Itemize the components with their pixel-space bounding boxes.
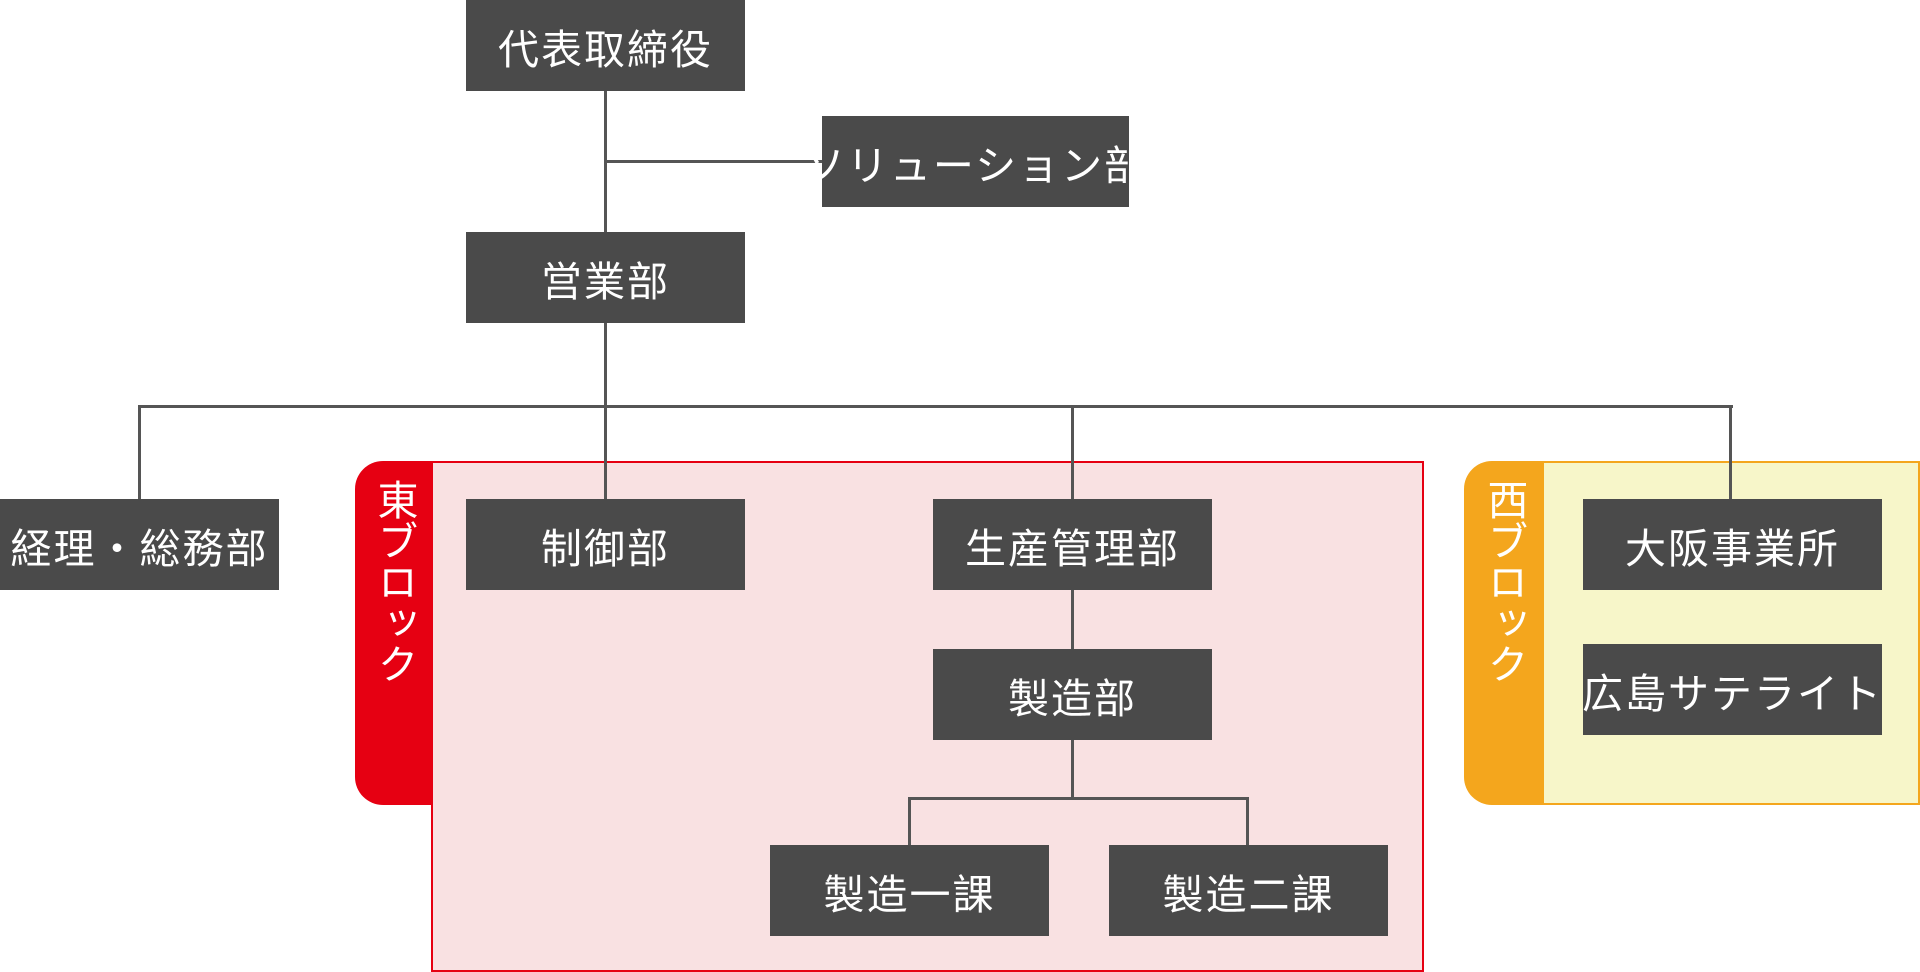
- node-production-mgmt-dept: 生産管理部: [933, 499, 1212, 590]
- node-manufacturing-dept: 製造部: [933, 649, 1212, 740]
- node-osaka-office: 大阪事業所: [1583, 499, 1882, 590]
- node-mfg-section-1: 製造一課: [770, 845, 1049, 936]
- node-sales-dept: 営業部: [466, 232, 745, 323]
- connector-section-2: [1246, 797, 1249, 845]
- node-solution-dept: ソリューション部: [804, 116, 1145, 207]
- east-block-tab: 東ブロック: [355, 461, 433, 805]
- node-accounting-dept: 経理・総務部: [0, 499, 279, 590]
- node-ceo: 代表取締役: [466, 0, 745, 91]
- connector-production-mgmt: [1071, 405, 1074, 500]
- connector-solution: [604, 160, 823, 163]
- node-mfg-section-2: 製造二課: [1109, 845, 1388, 936]
- west-block-label: 西ブロック: [1480, 479, 1528, 684]
- connector-osaka: [1729, 405, 1732, 500]
- west-block-tab: 西ブロック: [1464, 461, 1544, 805]
- connector-pm-manufacturing: [1071, 590, 1074, 650]
- connector-sales-bus: [604, 323, 607, 500]
- connector-main-bus: [138, 405, 1733, 408]
- connector-manufacturing-sections: [1071, 740, 1074, 799]
- connector-section-1: [908, 797, 911, 845]
- node-control-dept: 制御部: [466, 499, 745, 590]
- connector-sections-bus: [908, 797, 1249, 800]
- node-hiroshima-satellite: 広島サテライト: [1582, 644, 1882, 735]
- connector-accounting: [138, 405, 141, 500]
- east-block-label: 東ブロック: [370, 479, 418, 684]
